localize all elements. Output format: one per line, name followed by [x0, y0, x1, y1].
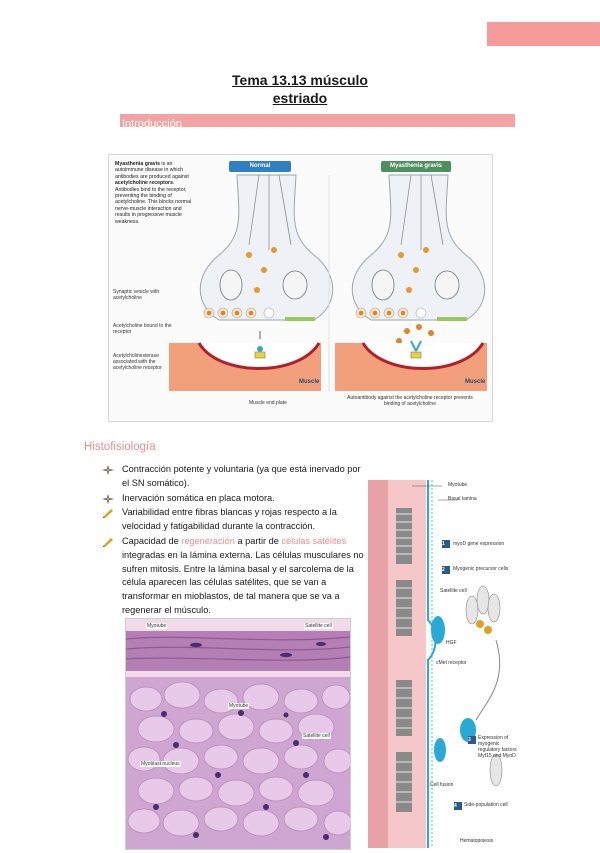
normal-tag: Normal: [229, 161, 291, 172]
synapse-illustration: [169, 174, 487, 391]
label-esterase: Acetylcholinesterase associated with the…: [113, 353, 162, 371]
diagram-cmet: cMet receptor: [436, 660, 467, 666]
label-myotube-2: Myotube: [228, 703, 250, 709]
step-4-badge: 4: [454, 803, 457, 809]
label-endplate: Muscle end plate: [249, 400, 287, 406]
page-title-line2: estriado: [272, 90, 328, 106]
satellite-cell-diagram: Myotube Basal lamina 1 myoD gene express…: [368, 480, 518, 848]
diagram-fusion: Cell fusion: [430, 782, 454, 788]
myasthenia-tag: Myasthenia gravis: [381, 161, 451, 172]
histology-micrograph: Myotube Satellite cell Myotube Myoblast …: [125, 618, 351, 850]
diagram-step1: myoD gene expression: [453, 541, 505, 547]
step-3-badge: 3: [468, 737, 471, 743]
diagram-hemato: Hematopoiesis: [460, 838, 494, 844]
label-autoantibody: Autoantibody against the acetylcholine r…: [347, 395, 473, 407]
diagram-step2: Myogenic precursor cells: [453, 566, 509, 572]
bullet-item: Capacidad de regeneración a partir de cé…: [100, 535, 368, 618]
pen-icon: [103, 537, 113, 547]
diagram-satellite: Satellite cell: [440, 588, 467, 594]
section-intro-bar: Introducción: [120, 114, 515, 130]
label-vesicle: Synaptic vesicle with acetylcholine: [113, 289, 160, 301]
myasthenia-synapse: [335, 174, 487, 391]
bullet-item: Contracción potente y voluntaria (ya que…: [100, 463, 368, 491]
label-bound: Acetylcholine bound to the receptor: [113, 323, 172, 335]
diagram-step3: Expression of myogenic regulatory factor…: [478, 735, 517, 759]
step-2-badge: 2: [442, 567, 445, 573]
label-satellite: Satellite cell: [304, 623, 333, 629]
label-muscle-right: Muscle: [465, 379, 486, 385]
label-satellite-2: Satellite cell: [302, 733, 331, 739]
label-myotube: Myotube: [146, 623, 168, 629]
page-title: Tema 13.13 músculo: [232, 72, 368, 88]
highlight-satelites: células satélites: [281, 535, 347, 546]
figure-myasthenia: Myasthenia gravis is an autoimmune disea…: [108, 154, 493, 422]
diagram-hgf: HGF: [446, 640, 457, 646]
diagram-myotube: Myotube: [448, 482, 468, 488]
corner-tab: [487, 22, 600, 46]
label-muscle-left: Muscle: [299, 379, 320, 385]
regeneration-diagram: [368, 480, 503, 848]
section-intro-heading: Introducción: [122, 118, 182, 130]
diagram-basal: Basal lamina: [448, 496, 477, 502]
label-myoblast: Myoblast nucleus: [140, 761, 181, 767]
bullet-item: Variabilidad entre fibras blancas y roja…: [100, 506, 368, 534]
bullet-item: Inervación somática en placa motora.: [100, 492, 368, 506]
step-1-badge: 1: [442, 541, 445, 547]
bullet-list: Contracción potente y voluntaria (ya que…: [100, 463, 368, 619]
diagram-step4: Side-population cell: [464, 802, 508, 808]
pen-icon: [103, 509, 113, 519]
figure-caption: Myasthenia gravis is an autoimmune disea…: [115, 161, 192, 225]
normal-synapse: [169, 174, 334, 391]
section-histo-heading: Histofisiología: [84, 441, 156, 453]
highlight-regeneracion: regeneración: [181, 535, 235, 546]
pin-icon: [102, 465, 114, 475]
pin-icon: [102, 493, 114, 504]
